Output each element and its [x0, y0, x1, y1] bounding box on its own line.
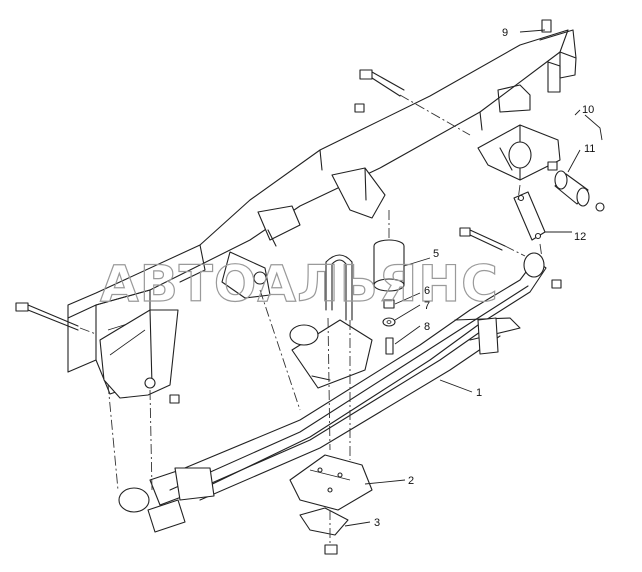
callout-10: 10	[582, 104, 594, 116]
bushing-11	[554, 170, 605, 212]
callout-9: 9	[502, 27, 508, 39]
callout-7: 7	[424, 300, 430, 312]
bolt-9	[541, 19, 552, 33]
leader-lines	[344, 29, 603, 527]
rear-hanger-bracket	[477, 124, 561, 181]
spring-pad	[289, 454, 373, 511]
bump-stop-bracket	[331, 167, 386, 219]
washer-7	[382, 317, 396, 327]
bolt-front	[15, 302, 79, 331]
callout-2: 2	[408, 475, 414, 487]
leaf-spring	[118, 252, 547, 533]
callout-12: 12	[574, 231, 586, 243]
front-hanger-bracket	[99, 309, 179, 399]
callout-3: 3	[374, 517, 380, 529]
callout-1: 1	[476, 387, 482, 399]
small-nuts	[169, 103, 562, 404]
watermark: АВТОАЛЬЯНС	[100, 255, 499, 313]
mid-frame-bracket	[221, 205, 301, 299]
callout-5: 5	[433, 248, 439, 260]
u-bolt	[325, 254, 353, 321]
bolt-top	[359, 69, 405, 97]
bump-stop	[373, 239, 405, 292]
nut-6	[383, 299, 395, 309]
shackle-link-12	[513, 191, 546, 241]
callouts: 9 10 11 12 5 6 7 8 1 2 3	[374, 27, 595, 529]
callout-8: 8	[424, 321, 430, 333]
assembly-lines	[79, 94, 543, 545]
bolt-rear	[459, 227, 506, 251]
axle-tube	[289, 319, 373, 389]
bottom-nut	[324, 544, 338, 555]
u-bolt-plate	[299, 507, 349, 536]
callout-11: 11	[584, 143, 595, 155]
bolt-8	[385, 337, 394, 355]
callout-6: 6	[424, 285, 430, 297]
